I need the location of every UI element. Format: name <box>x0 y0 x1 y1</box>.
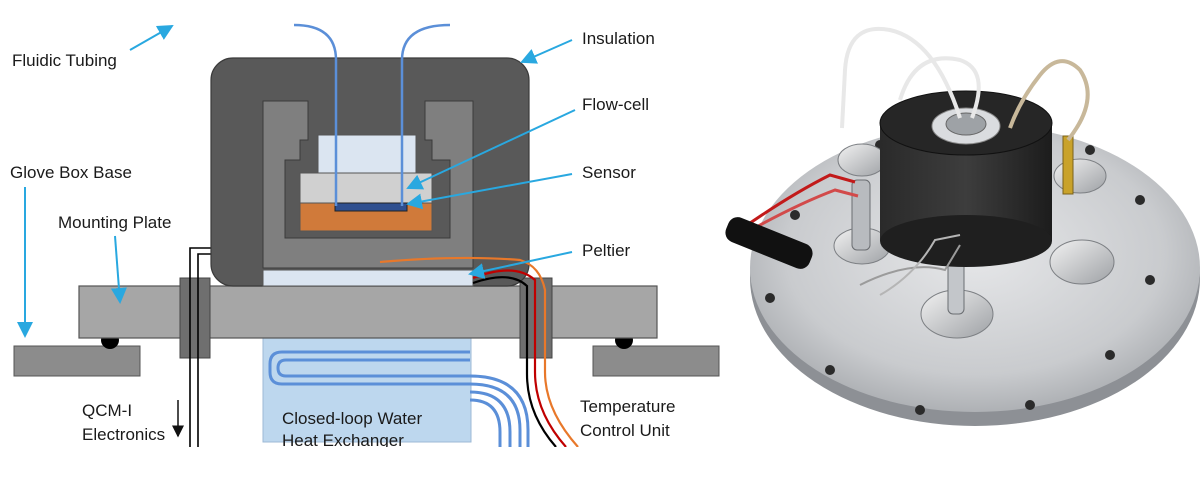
label-fluidic-tubing: Fluidic Tubing <box>12 51 117 70</box>
label-arrows <box>17 25 576 338</box>
schematic-diagram: Fluidic Tubing Insulation Flow-cell Sens… <box>0 23 730 477</box>
label-peltier: Peltier <box>582 241 631 260</box>
label-heat-exchanger-line2: Heat Exchanger <box>282 431 404 450</box>
label-insulation: Insulation <box>582 29 655 48</box>
fluidic-tubing <box>293 23 451 206</box>
label-qcm-line1: QCM-I <box>82 401 132 420</box>
label-heat-exchanger-line1: Closed-loop Water <box>282 409 422 428</box>
temperature-wires <box>379 256 579 448</box>
label-qcm-line2: Electronics <box>82 425 165 444</box>
bottom-crop <box>0 447 730 477</box>
peltier-element <box>262 269 474 287</box>
photo-illustration <box>725 26 1200 426</box>
sensor-crystal <box>334 202 408 212</box>
label-sensor: Sensor <box>582 163 636 182</box>
glove-box-base-left <box>13 345 141 377</box>
feedthrough-left <box>179 277 211 359</box>
label-flow-cell: Flow-cell <box>582 95 649 114</box>
flow-cell-cap-inner <box>945 112 987 136</box>
label-glove-box-base: Glove Box Base <box>10 163 132 182</box>
label-mounting-plate: Mounting Plate <box>58 213 171 232</box>
photo-rf-cable <box>1008 59 1090 142</box>
water-tubing <box>268 350 530 447</box>
leveling-feet <box>833 143 1115 339</box>
flow-cell <box>299 172 433 204</box>
mounting-plate <box>78 285 658 339</box>
glove-box-base-right <box>592 345 720 377</box>
insulation-cylinder-bottom <box>880 215 1052 267</box>
heat-shrink-sleeve <box>725 217 813 269</box>
label-temperature-line2: Control Unit <box>580 421 670 440</box>
label-temperature-line1: Temperature <box>580 397 675 416</box>
flow-cell-top <box>317 134 417 174</box>
photo-tubing <box>840 26 981 129</box>
